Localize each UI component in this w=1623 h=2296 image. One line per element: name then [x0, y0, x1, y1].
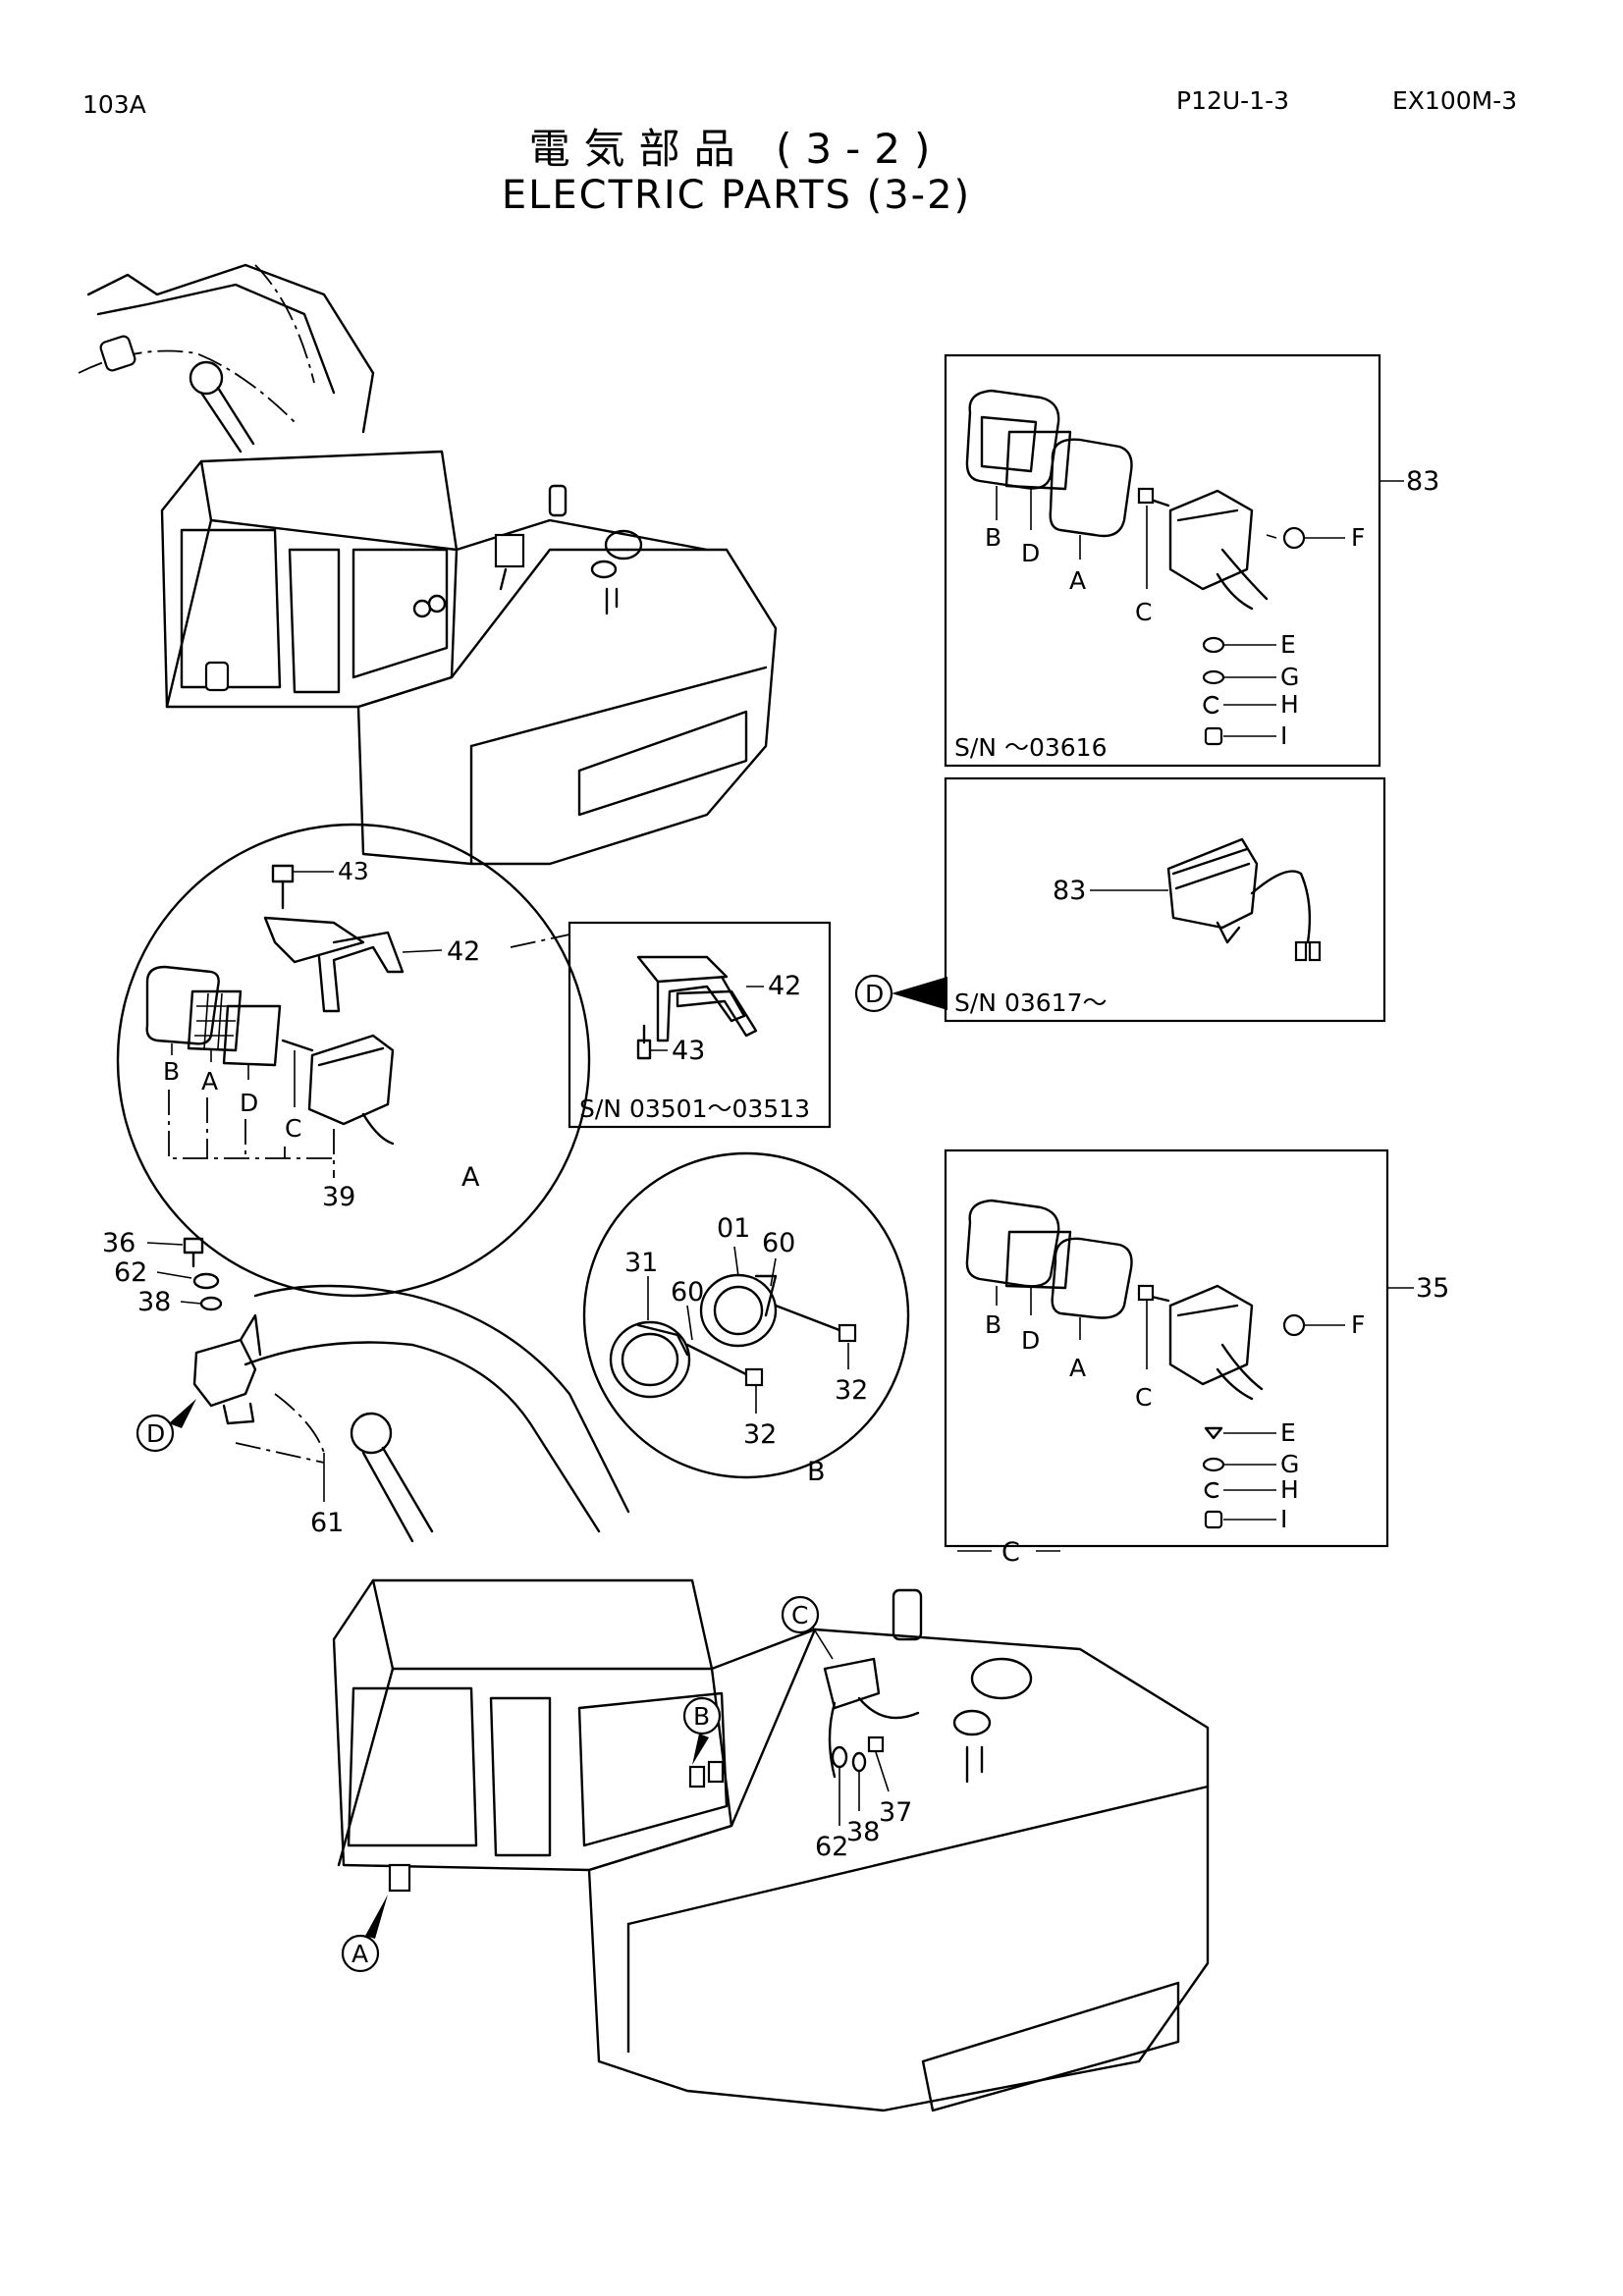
inset-part-number-43: 43 — [672, 1036, 705, 1066]
inset-serial-range: S/N 03501～03513 — [579, 1095, 810, 1123]
panel-work-light-83-new: 83 S/N 03617～ D — [854, 776, 1386, 1023]
title-japanese: 電気部品 (3-2) — [528, 125, 945, 173]
part-number-43: 43 — [338, 857, 369, 885]
label-F: F — [1351, 523, 1365, 552]
part-number-35: 35 — [1416, 1273, 1449, 1304]
label-35-E: E — [1280, 1418, 1296, 1447]
label-B: B — [985, 523, 1001, 552]
panel-work-light-35: 35 F B D A C E G — [944, 1148, 1449, 1568]
label-35-B: B — [985, 1310, 1001, 1339]
part-number-61: 61 — [310, 1508, 344, 1538]
detail-label-B: B — [807, 1457, 826, 1487]
serial-range-old: S/N ～03616 — [954, 733, 1107, 762]
label-C: C — [1135, 598, 1152, 626]
label-35-A: A — [1069, 1354, 1086, 1382]
part-number-60-top: 60 — [762, 1228, 795, 1258]
panel-work-light-83-old: 83 F B D A C — [944, 353, 1439, 768]
label-I: I — [1280, 721, 1287, 750]
label-H: H — [1280, 690, 1299, 719]
detail-a-cab-light: 43 42 B A D C 39 A — [116, 823, 591, 1298]
callout-B-machine: B — [693, 1702, 710, 1731]
label-D: D — [1021, 539, 1040, 567]
title-english: ELECTRIC PARTS (3-2) — [501, 173, 972, 218]
page-code: 103A — [82, 90, 146, 119]
label-A-B: B — [163, 1057, 180, 1086]
label-G: G — [1280, 663, 1299, 691]
part-number-39: 39 — [322, 1182, 355, 1212]
label-35-C: C — [1135, 1383, 1152, 1412]
part-number-31: 31 — [624, 1248, 658, 1278]
detail-label-A: A — [461, 1162, 480, 1193]
label-A-D: D — [240, 1089, 258, 1117]
callout-D-panel: D — [865, 980, 884, 1008]
part-number-62-machine: 62 — [815, 1832, 848, 1862]
machine-overview-bottom: C 62 38 37 B A — [332, 1578, 1210, 2112]
part-number-62-boom: 62 — [114, 1257, 147, 1288]
label-A-C: C — [285, 1114, 301, 1143]
reference-code: P12U-1-3 — [1176, 86, 1290, 115]
part-number-60-lower: 60 — [671, 1277, 704, 1308]
part-number-38-boom: 38 — [137, 1287, 171, 1317]
part-number-83-new: 83 — [1053, 876, 1086, 906]
machine-overview-top — [78, 263, 778, 866]
detail-b-horns: 31 01 60 60 32 32 B — [582, 1151, 910, 1487]
label-A: A — [1069, 566, 1086, 595]
part-number-38-machine: 38 — [846, 1817, 880, 1847]
serial-range-new: S/N 03617～ — [954, 988, 1107, 1017]
detail-inset-bracket: 42 43 S/N 03501～03513 — [568, 921, 832, 1129]
label-35-H: H — [1280, 1475, 1299, 1504]
part-number-37: 37 — [879, 1797, 912, 1828]
part-number-32-right: 32 — [835, 1375, 868, 1406]
callout-A-machine: A — [352, 1940, 368, 1968]
inset-part-number-42: 42 — [768, 971, 801, 1001]
part-number-01: 01 — [717, 1213, 750, 1244]
part-number-42: 42 — [447, 936, 480, 967]
label-35-I: I — [1280, 1505, 1287, 1533]
part-number-83: 83 — [1406, 466, 1439, 497]
callout-C-machine: C — [791, 1601, 808, 1629]
label-A-A: A — [201, 1067, 218, 1095]
label-35-D: D — [1021, 1326, 1040, 1355]
model-code: EX100M-3 — [1392, 86, 1518, 115]
label-35-G: G — [1280, 1450, 1299, 1478]
boom-work-light-assembly: 36 62 38 D 61 — [102, 1228, 630, 1543]
callout-D-boom: D — [146, 1419, 165, 1448]
detail-label-C: C — [1001, 1537, 1020, 1568]
part-number-36: 36 — [102, 1228, 135, 1258]
part-number-32-left: 32 — [743, 1419, 777, 1450]
label-E: E — [1280, 630, 1296, 659]
label-35-F: F — [1351, 1310, 1365, 1339]
